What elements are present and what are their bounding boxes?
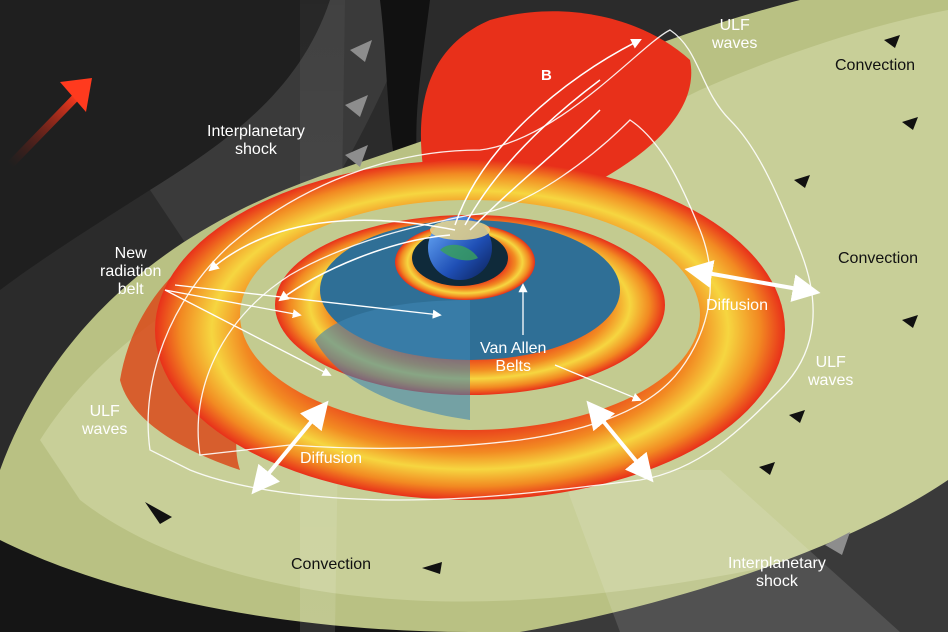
label-diffusion-left: Diffusion [300, 450, 362, 467]
leader-lines [164, 283, 642, 402]
label-convection-top: Convection [835, 57, 916, 74]
diffusion-arrows [251, 260, 821, 495]
diffusion-arrow-bottom [586, 400, 654, 483]
shock-band-mid [150, 0, 420, 265]
magnetopause-edge [380, 0, 430, 215]
convection-arrows [145, 35, 918, 574]
shock-band-dark [0, 0, 330, 290]
lower-dark-band [0, 540, 470, 632]
label-convection-bottom: Convection [291, 556, 372, 573]
diffusion-arrow-right [684, 260, 821, 302]
earth-globe-icon [428, 216, 492, 280]
diffusion-arrow-left [251, 400, 329, 495]
lower-right-band [520, 480, 948, 632]
shock-beam-bottom [560, 470, 900, 632]
label-diffusion-right: Diffusion [706, 297, 768, 314]
label-convection-right: Convection [838, 250, 919, 267]
plasmasphere-cut-face [315, 300, 470, 420]
shock-motion-arrows [345, 40, 850, 555]
ulf-wave-contours [147, 29, 814, 501]
label-magnetic-field-b: B [541, 67, 552, 84]
red-arrow-icon [7, 78, 92, 168]
